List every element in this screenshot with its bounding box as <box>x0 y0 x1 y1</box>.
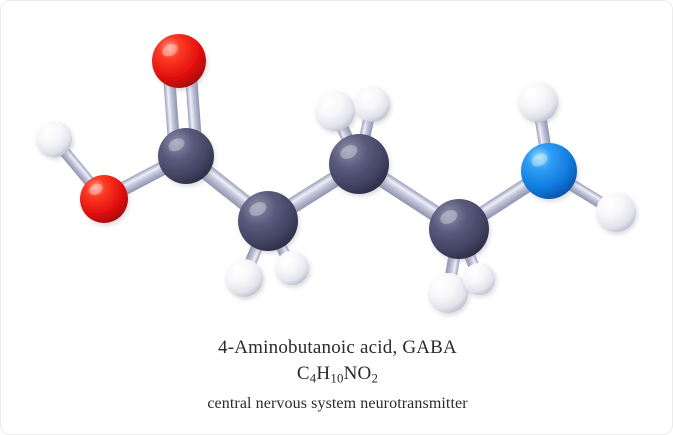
atom-carbon-alpha <box>238 191 298 251</box>
compound-description: central nervous system neurotransmitter <box>207 394 468 412</box>
atom-hydrogen <box>36 121 72 157</box>
atom-layer <box>36 34 636 313</box>
atom-carbon-gamma <box>429 199 489 259</box>
chemical-formula: C4H10NO2 <box>296 363 379 386</box>
atom-hydrogen <box>225 259 263 297</box>
caption-block: 4-Aminobutanoic acid, GABA C4H10NO2 cent… <box>1 335 672 416</box>
atom-nitrogen-amine <box>521 143 577 199</box>
atom-hydrogen <box>518 82 558 122</box>
atom-hydrogen <box>463 263 495 295</box>
atom-oxygen-carbonyl <box>152 34 206 88</box>
atom-hydrogen <box>354 86 390 122</box>
atom-carbon-carboxyl <box>158 128 214 184</box>
atom-hydrogen <box>315 91 355 131</box>
compound-name: 4-Aminobutanoic acid, GABA <box>218 337 457 358</box>
atom-hydrogen <box>596 192 636 232</box>
atom-hydrogen <box>428 273 468 313</box>
atom-oxygen-hydroxyl <box>80 175 128 223</box>
atom-hydrogen <box>275 251 309 285</box>
atom-carbon-beta <box>329 134 389 194</box>
